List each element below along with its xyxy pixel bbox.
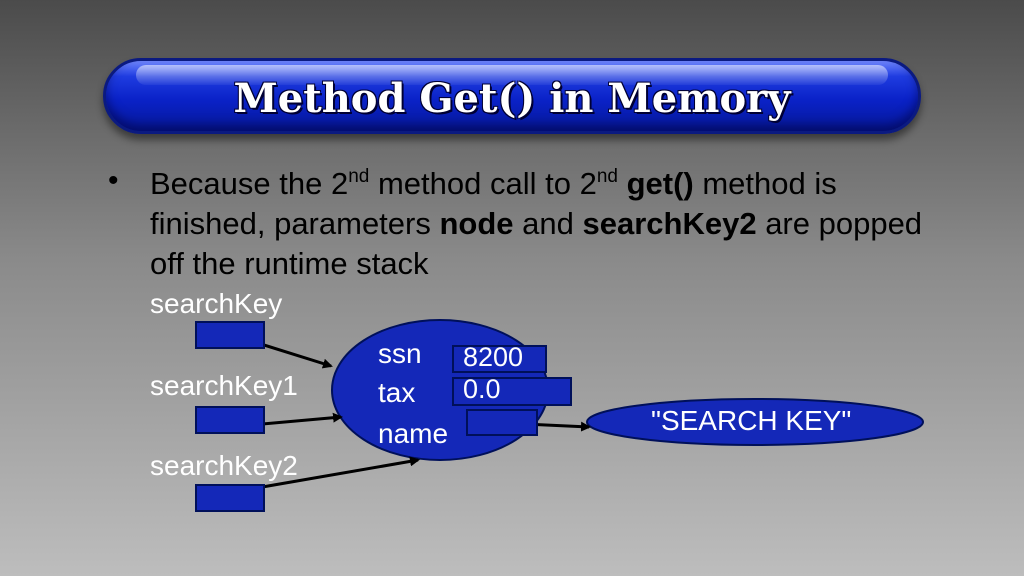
field-box-name xyxy=(466,409,538,436)
bullet-bold-searchkey2: searchKey2 xyxy=(582,206,757,241)
bullet-marker: • xyxy=(108,164,119,197)
bullet-sup-2: nd xyxy=(596,166,618,187)
bullet-part-4: method is finished, parameters xyxy=(150,166,837,241)
bullet-part-1: Because the 2 xyxy=(150,166,349,201)
field-label-ssn: ssn xyxy=(378,338,422,369)
bullet-bold-node: node xyxy=(439,206,514,241)
slide-title: Method Get() in Memory xyxy=(233,75,791,122)
var-box-searchkey xyxy=(195,321,265,349)
bullet-sup-1: nd xyxy=(348,166,370,187)
bullet-bold-get: get() xyxy=(626,166,694,201)
title-bar: Method Get() in Memory xyxy=(103,58,921,134)
bullet-text: Because the 2nd method call to 2nd get()… xyxy=(150,164,950,284)
var-box-searchkey2 xyxy=(195,484,265,512)
var-label-searchkey1: searchKey1 xyxy=(150,370,298,401)
field-label-tax: tax xyxy=(378,377,416,408)
bullet-part-2: method call to 2 xyxy=(369,166,597,201)
field-box-ssn xyxy=(452,345,547,373)
field-box-tax xyxy=(452,377,572,406)
field-value-ssn: 8200 xyxy=(463,342,524,372)
field-label-name: name xyxy=(378,418,449,449)
bullet-part-6: are popped off the runtime stack xyxy=(150,206,923,281)
field-value-tax: 0.0 xyxy=(463,374,501,404)
bullet-part-5: and xyxy=(513,206,583,241)
string-object-text: "SEARCH KEY" xyxy=(651,405,852,436)
var-label-searchkey: searchKey xyxy=(150,288,283,319)
var-box-searchkey1 xyxy=(195,406,265,434)
var-label-searchkey2: searchKey2 xyxy=(150,450,298,481)
